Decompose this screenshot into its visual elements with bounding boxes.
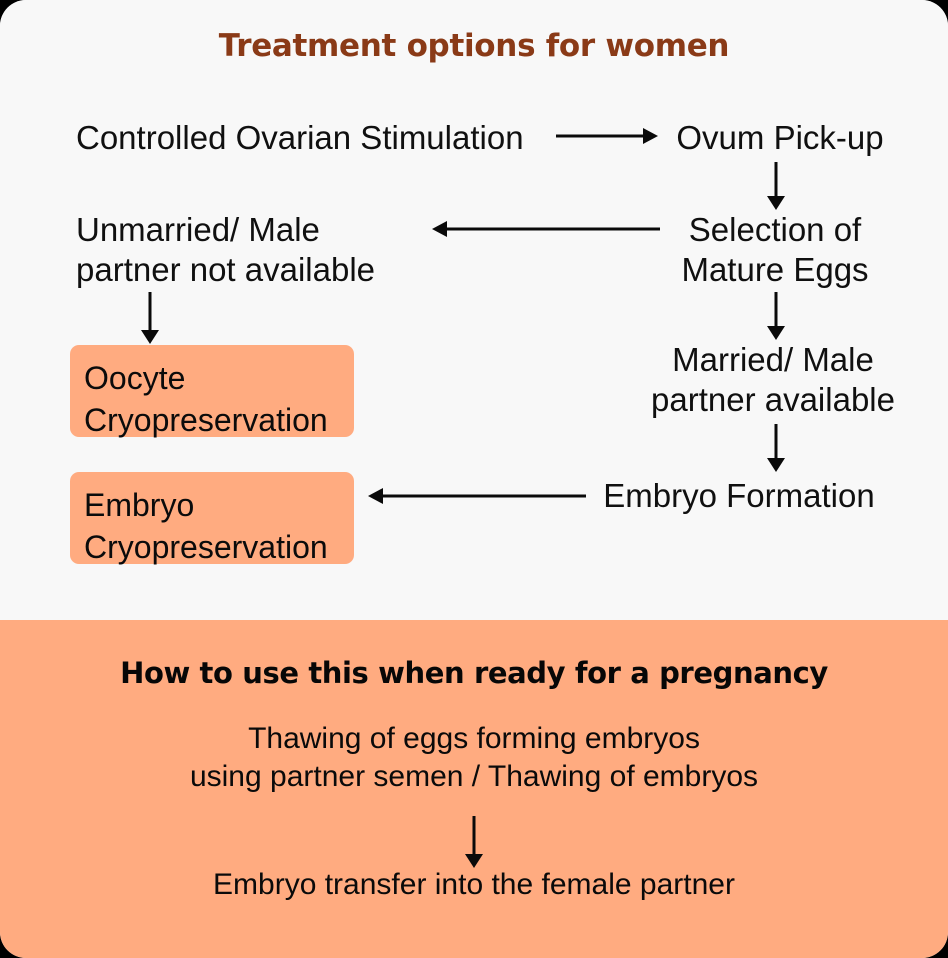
box-oocyte-cryopreservation: Oocyte Cryopreservation: [70, 345, 354, 438]
box-embryo-cryopreservation: Embryo Cryopreservation: [70, 472, 354, 565]
arrow-embryo-formation-to-embryo-box: [368, 482, 586, 510]
how-to-use-panel: How to use this when ready for a pregnan…: [0, 620, 948, 958]
arrow-selection-to-married: [764, 292, 788, 340]
arrow-thawing-to-embryo-transfer: [462, 816, 486, 868]
treatment-options-panel: Treatment options for women Controlled O…: [70, 28, 895, 565]
arrow-ovum-pickup-to-selection: [764, 162, 788, 210]
arrow-selection-to-unmarried: [432, 215, 660, 243]
node-unmarried-no-male-partner: Unmarried/ Male partner not available: [76, 211, 376, 288]
node-selection-of-mature-eggs: Selection of Mature Eggs: [681, 211, 869, 288]
bottom-step-thawing: Thawing of eggs forming embryos using pa…: [189, 722, 759, 793]
arrow-cos-to-ovum-pickup: [556, 122, 658, 150]
bottom-panel-heading: How to use this when ready for a pregnan…: [120, 656, 828, 690]
node-embryo-formation: Embryo Formation: [603, 477, 875, 514]
node-married-male-partner-available: Married/ Male partner available: [651, 341, 895, 418]
arrow-married-to-embryo-formation: [764, 424, 788, 472]
bottom-step-embryo-transfer: Embryo transfer into the female partner: [213, 868, 735, 901]
node-controlled-ovarian-stimulation: Controlled Ovarian Stimulation: [76, 119, 524, 156]
page-title: Treatment options for women: [218, 28, 730, 64]
arrow-unmarried-to-oocyte-box: [138, 292, 162, 344]
node-ovum-pickup: Ovum Pick-up: [676, 119, 884, 156]
